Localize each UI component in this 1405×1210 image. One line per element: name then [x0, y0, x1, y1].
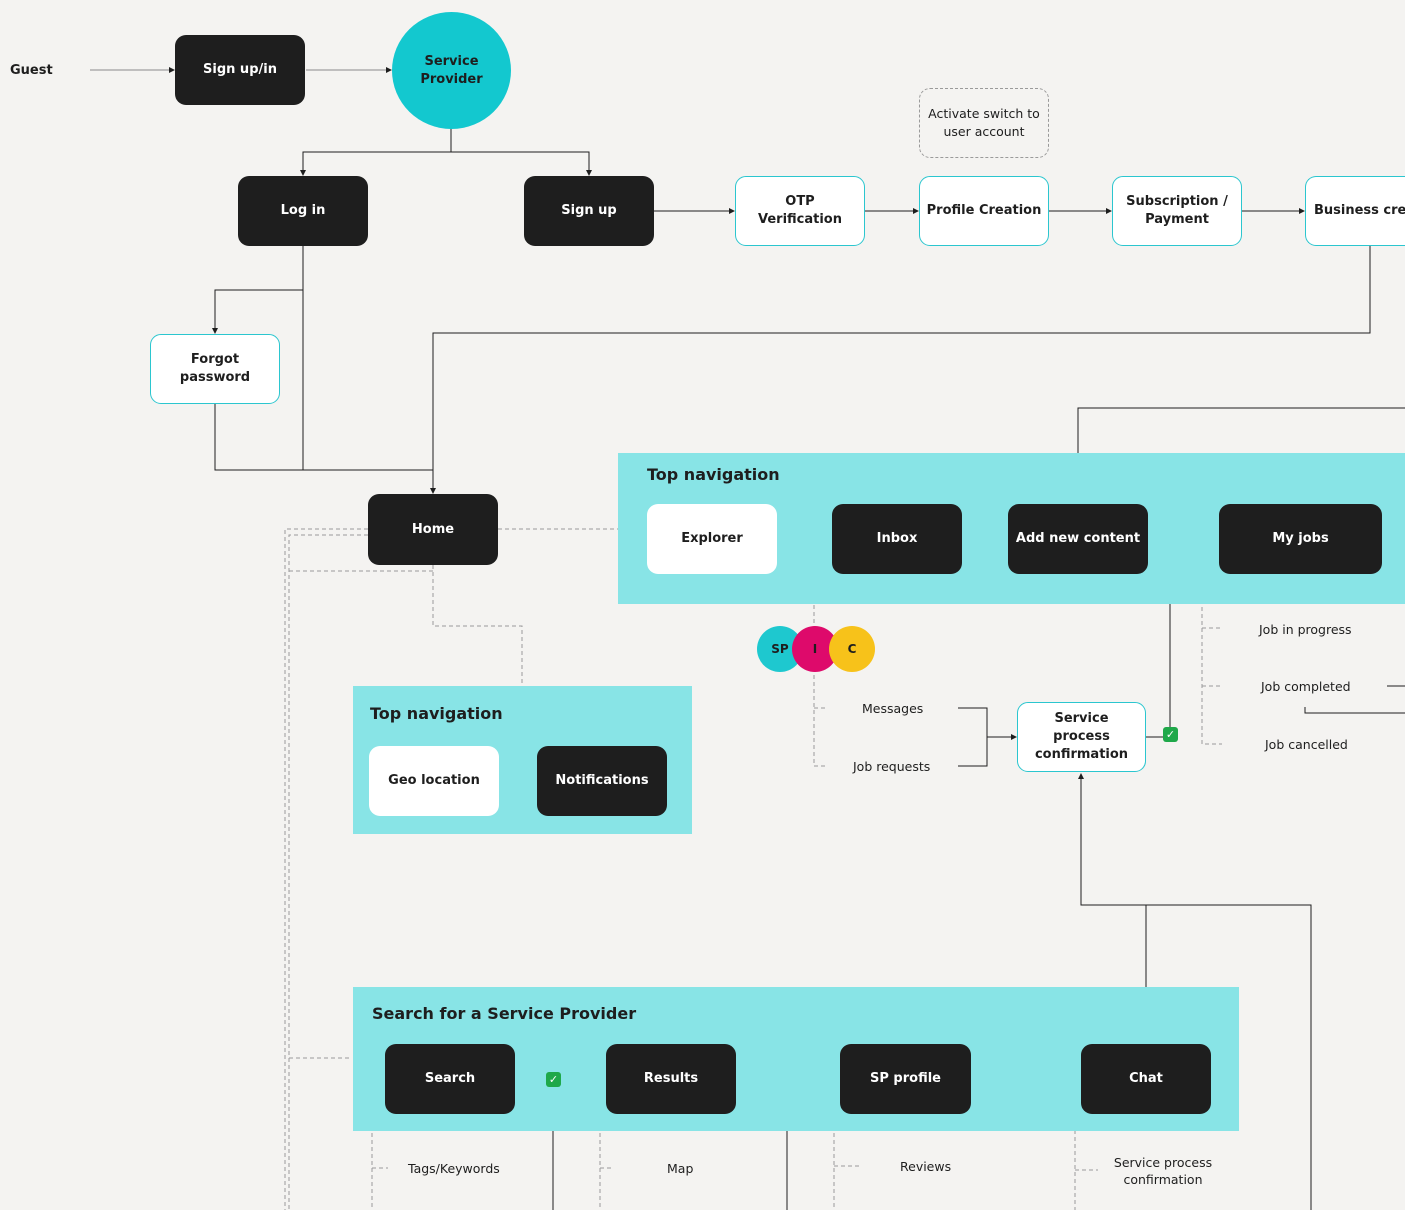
profile-creation-node[interactable]: Profile Creation — [919, 176, 1049, 246]
service-process-confirmation-node[interactable]: Service process confirmation — [1017, 702, 1146, 772]
activate-switch-node[interactable]: Activate switch to user account — [919, 88, 1049, 158]
map-label: Map — [667, 1161, 694, 1176]
forgot-password-node[interactable]: Forgot password — [150, 334, 280, 404]
sp-profile-node[interactable]: SP profile — [840, 1044, 971, 1114]
my-jobs-node[interactable]: My jobs — [1219, 504, 1382, 574]
log-in-node[interactable]: Log in — [238, 176, 368, 246]
business-creation-node[interactable]: Business creat — [1305, 176, 1405, 246]
guest-label: Guest — [10, 63, 53, 78]
inbox-node[interactable]: Inbox — [832, 504, 962, 574]
chat-node[interactable]: Chat — [1081, 1044, 1211, 1114]
sign-up-node[interactable]: Sign up — [524, 176, 654, 246]
subscription-payment-node[interactable]: Subscription / Payment — [1112, 176, 1242, 246]
chat-service-process-confirmation-label: Service process confirmation — [1113, 1155, 1213, 1187]
tags-keywords-label: Tags/Keywords — [408, 1161, 500, 1176]
add-new-content-node[interactable]: Add new content — [1008, 504, 1148, 574]
search-check-icon: ✓ — [546, 1072, 561, 1087]
explorer-node[interactable]: Explorer — [647, 504, 777, 574]
job-completed-label: Job completed — [1261, 679, 1351, 694]
user-type-sp-label: SP — [771, 642, 789, 656]
otp-verification-node[interactable]: OTP Verification — [735, 176, 865, 246]
job-cancelled-label: Job cancelled — [1265, 737, 1348, 752]
top-navigation-title: Top navigation — [647, 465, 780, 484]
service-provider-node[interactable]: Service Provider — [392, 12, 511, 129]
job-in-progress-label: Job in progress — [1259, 622, 1352, 637]
user-type-c-label: C — [847, 642, 857, 656]
search-node[interactable]: Search — [385, 1044, 515, 1114]
search-section-title: Search for a Service Provider — [372, 1004, 637, 1023]
sign-up-in-node[interactable]: Sign up/in — [175, 35, 305, 105]
user-type-i-label: I — [812, 642, 818, 656]
results-node[interactable]: Results — [606, 1044, 736, 1114]
messages-label: Messages — [862, 701, 924, 716]
notifications-node[interactable]: Notifications — [537, 746, 667, 816]
user-type-c-badge: C — [829, 626, 875, 672]
home-top-navigation-title: Top navigation — [370, 704, 503, 723]
confirmation-check-icon: ✓ — [1163, 727, 1178, 742]
geo-location-node[interactable]: Geo location — [369, 746, 499, 816]
job-requests-label: Job requests — [853, 759, 931, 774]
reviews-label: Reviews — [900, 1159, 952, 1174]
home-node[interactable]: Home — [368, 494, 498, 565]
